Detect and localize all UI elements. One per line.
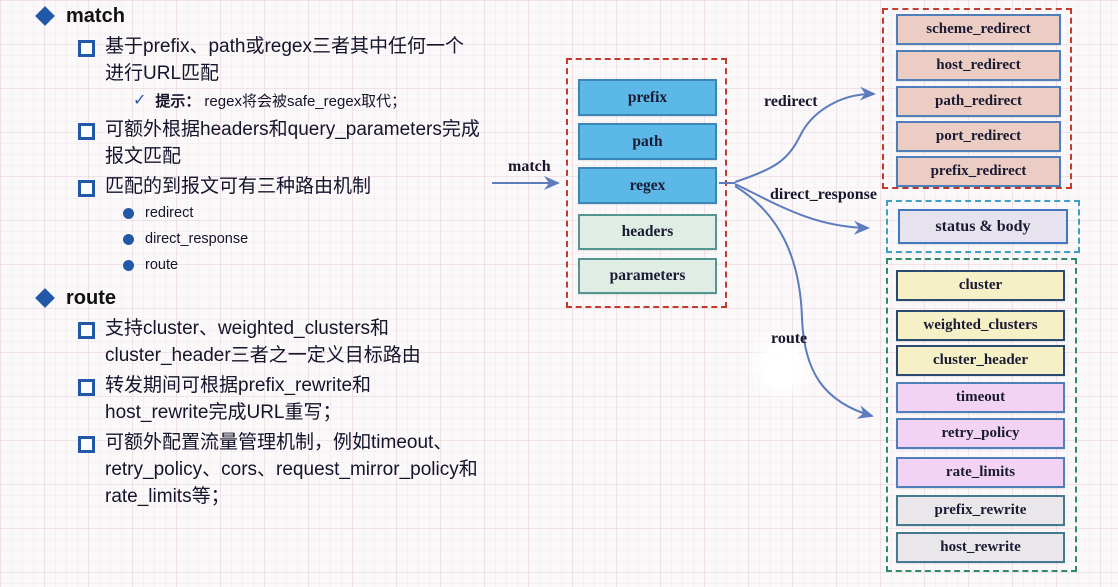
dot-item: direct_response (28, 226, 548, 252)
match-field-node: regex (578, 167, 717, 204)
circle-bullet-icon (123, 207, 134, 219)
list-item-line: 匹配的到报文可有三种路由机制 (105, 176, 372, 197)
list-item-line: 基于prefix、path或regex三者其中任何一个 (105, 36, 464, 57)
list-item: 基于prefix、path或regex三者其中任何一个 进行URL匹配 (28, 33, 548, 87)
list-item-line: 可额外根据headers和query_parameters完成 (105, 119, 480, 140)
diamond-bullet-icon (35, 6, 55, 26)
list-item: 支持cluster、weighted_clusters和 cluster_hea… (28, 315, 548, 369)
tip-item: ✓ 提示： regex将会被safe_regex取代； (28, 87, 548, 113)
match-field-node: headers (578, 214, 717, 250)
route-field-node: retry_policy (896, 418, 1065, 449)
circle-bullet-icon (123, 259, 134, 271)
square-bullet-icon (78, 180, 95, 197)
redirect-field-node: scheme_redirect (896, 14, 1061, 45)
route-field-node: cluster_header (896, 345, 1065, 376)
route-group: cluster weighted_clusters cluster_header… (886, 258, 1077, 572)
list-item-line: rate_limits等； (105, 486, 230, 507)
list-item-line: 可额外配置流量管理机制，例如timeout、 (105, 432, 453, 453)
square-bullet-icon (78, 123, 95, 140)
list-item-line: cluster_header三者之一定义目标路由 (105, 345, 421, 366)
list-item: 可额外配置流量管理机制，例如timeout、 retry_policy、cors… (28, 429, 548, 510)
section-title: match (66, 4, 125, 27)
match-group: prefix path regex headers parameters (566, 58, 727, 308)
list-item-line: 支持cluster、weighted_clusters和 (105, 318, 390, 339)
section-title: route (66, 286, 116, 309)
tip-text: regex将会被safe_regex取代； (204, 92, 407, 110)
square-bullet-icon (78, 40, 95, 57)
redirect-field-node: prefix_redirect (896, 156, 1061, 187)
dot-item-text: route (145, 257, 179, 273)
direct-response-group: status & body (886, 200, 1080, 253)
diamond-bullet-icon (35, 288, 55, 308)
route-arrow (734, 185, 874, 419)
list-item-line: 进行URL匹配 (105, 63, 220, 84)
dot-item-text: redirect (145, 205, 194, 221)
match-field-node: prefix (578, 79, 717, 116)
route-field-node: weighted_clusters (896, 310, 1065, 341)
outline-route-heading: route (28, 284, 548, 312)
route-field-node: timeout (896, 382, 1065, 413)
square-bullet-icon (78, 436, 95, 453)
route-field-node: cluster (896, 270, 1065, 301)
route-field-node: host_rewrite (896, 532, 1065, 563)
redirect-group: scheme_redirect host_redirect path_redir… (882, 8, 1072, 189)
outline-match-heading: match (28, 2, 548, 30)
dot-item: redirect (28, 200, 548, 226)
route-field-node: rate_limits (896, 457, 1065, 488)
list-item: 可额外根据headers和query_parameters完成 报文匹配 (28, 116, 548, 170)
tip-label: 提示： (155, 92, 201, 110)
list-item-line: retry_policy、cors、request_mirror_policy和 (105, 459, 478, 480)
circle-bullet-icon (123, 233, 134, 245)
outline: match 基于prefix、path或regex三者其中任何一个 进行URL匹… (28, 2, 548, 510)
route-edge-label: route (771, 330, 808, 347)
dot-item: route (28, 252, 548, 278)
redirect-field-node: path_redirect (896, 86, 1061, 117)
match-arrow-label: match (508, 158, 551, 175)
square-bullet-icon (78, 322, 95, 339)
list-item-line: 转发期间可根据prefix_rewrite和 (105, 375, 372, 396)
square-bullet-icon (78, 379, 95, 396)
redirect-field-node: port_redirect (896, 121, 1061, 152)
list-item-line: host_rewrite完成URL重写； (105, 402, 342, 423)
dot-item-text: direct_response (145, 231, 249, 247)
match-field-node: path (578, 123, 717, 160)
list-item-line: 报文匹配 (105, 146, 182, 167)
route-field-node: prefix_rewrite (896, 495, 1065, 526)
direct-response-field-node: status & body (898, 209, 1068, 244)
redirect-field-node: host_redirect (896, 50, 1061, 81)
match-field-node: parameters (578, 258, 717, 294)
redirect-edge-label: redirect (764, 93, 818, 110)
direct-response-edge-label: direct_response (770, 186, 877, 203)
pointer-highlight (761, 344, 801, 388)
check-icon: ✓ (133, 92, 147, 109)
list-item: 匹配的到报文可有三种路由机制 (28, 173, 548, 200)
list-item: 转发期间可根据prefix_rewrite和 host_rewrite完成URL… (28, 372, 548, 426)
